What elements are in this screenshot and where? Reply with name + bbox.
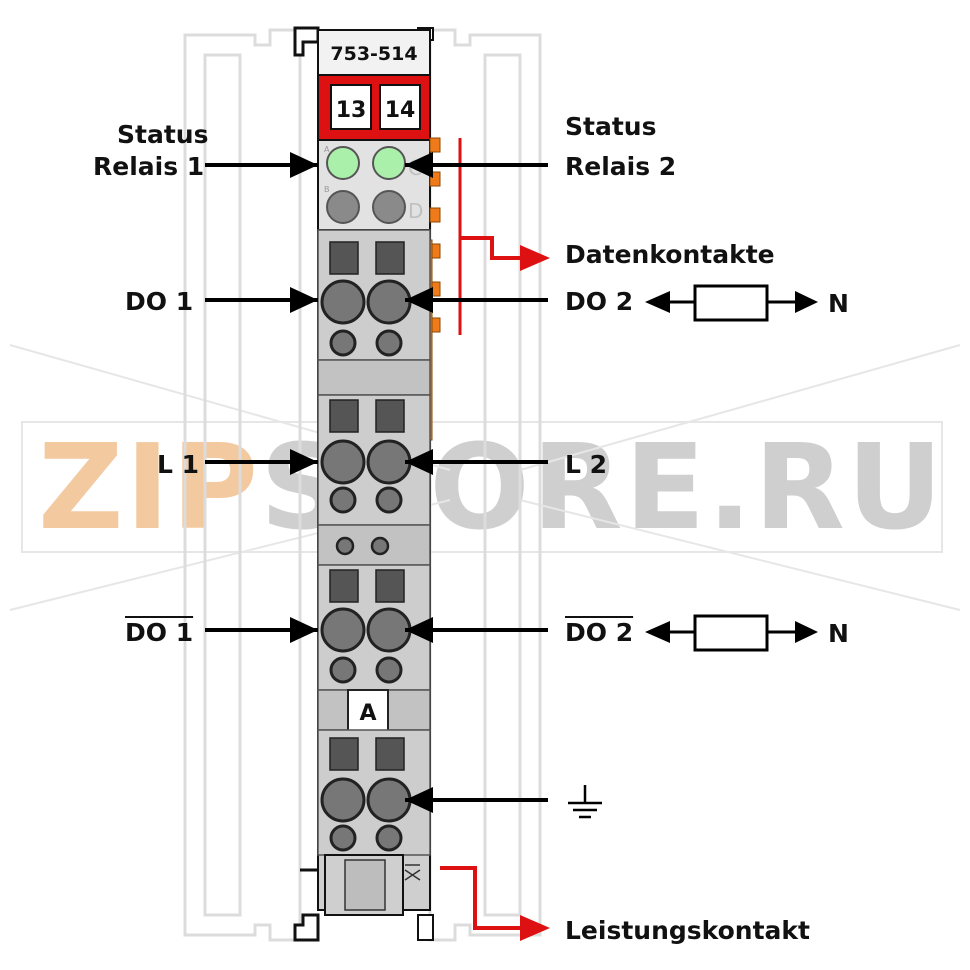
resistor-do2 (693, 284, 769, 322)
label-l2: L 2 (565, 450, 608, 479)
channel-label-13: 13 (336, 98, 367, 123)
part-number: 753-514 (330, 43, 417, 65)
arrowheads (290, 152, 433, 813)
terminal-block-3 (317, 564, 431, 691)
label-relais-1: Relais 1 (93, 152, 205, 181)
channel-label-14: 14 (385, 98, 416, 123)
led-row-letter-b: B (324, 185, 330, 194)
terminal-block-1 (317, 229, 431, 361)
led-side-letter-d: D (408, 199, 423, 223)
led-row-letter-a: A (324, 145, 330, 154)
label-n-top: N (828, 289, 849, 318)
label-l1: L 1 (157, 450, 200, 479)
terminal-module (293, 26, 462, 942)
red-connector-datenkontakte (460, 236, 550, 271)
label-do1-inverted: DO 1 (125, 618, 194, 647)
label-datenkontakte: Datenkontakte (565, 240, 775, 269)
label-n-bottom: N (828, 619, 849, 648)
label-do2: DO 2 (565, 287, 634, 316)
label-leistungskontakt: Leistungskontakt (565, 916, 810, 945)
label-status-1: Status (117, 120, 209, 149)
label-do1: DO 1 (125, 287, 194, 316)
ground-icon (568, 785, 602, 819)
resistor-do2-inv (693, 614, 769, 652)
terminal-block-4 (317, 729, 431, 856)
block-letter: A (359, 701, 376, 726)
label-status-relais-1: Status (117, 114, 209, 155)
load-do2 (645, 284, 818, 322)
red-connector-leistungskontakt (440, 866, 550, 941)
label-do2-inverted: DO 2 (565, 618, 634, 647)
label-status-2: Status (565, 112, 657, 141)
watermark-part-1: ZIP (38, 418, 260, 556)
load-do2-inv (645, 614, 818, 652)
label-relais-2: Relais 2 (565, 152, 677, 181)
